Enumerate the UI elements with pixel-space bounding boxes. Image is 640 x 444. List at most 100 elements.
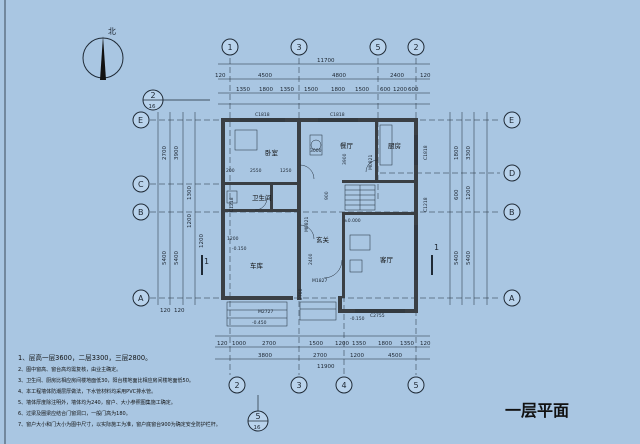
dim-top-span-2: 4800: [332, 73, 346, 79]
dim-bottom-detail-2: 1000: [232, 341, 246, 347]
svg-text:1: 1: [434, 243, 439, 252]
dim-top-detail-8: 1200: [393, 87, 407, 93]
dim-bottom-detail-6: 1350: [352, 341, 366, 347]
design-notes: 1、层高一层3600，二层3300，三层2800。 2、图中窗高、窗台高均需复核…: [18, 353, 221, 428]
axis-bubble-top-5: 5: [369, 38, 387, 56]
label-dim-2700: 2700: [298, 288, 304, 300]
dim-left-3: 1300: [187, 186, 193, 200]
axis-bubble-bottom-2: 2: [228, 376, 246, 394]
label-dim-2550: 2550: [250, 168, 262, 174]
svg-text:16: 16: [149, 104, 156, 110]
dim-left-7: 1200: [199, 234, 205, 248]
svg-text:B: B: [509, 208, 515, 217]
dim-top-span-1: 4500: [258, 73, 272, 79]
svg-text:5: 5: [256, 412, 261, 421]
dim-top-detail-4: 1500: [304, 87, 318, 93]
dim-left-8: 120: [160, 308, 171, 314]
dim-bottom-span-3: 1200: [350, 353, 364, 359]
dim-top-edge-1: 120: [215, 73, 226, 79]
svg-text:5: 5: [414, 381, 419, 390]
dim-left-2: 3900: [174, 146, 180, 160]
dim-bottom-detail-4: 1500: [309, 341, 323, 347]
room-kitchen: 厨房: [388, 141, 401, 150]
axis-bubble-right-E: E: [503, 111, 521, 129]
right-dimension-lines: [449, 112, 488, 305]
dim-right-1: 1800: [454, 146, 460, 160]
dim-left-9: 120: [174, 308, 185, 314]
room-bedroom: 卧室: [265, 148, 279, 157]
cut-mark-right: 1: [431, 243, 439, 275]
label-dim-200: 200: [226, 168, 235, 174]
room-dining: 餐厅: [340, 141, 354, 150]
svg-text:E: E: [509, 116, 514, 125]
svg-text:2: 2: [235, 381, 240, 390]
label-dim-1250: 1250: [280, 168, 292, 174]
dim-right-3: 600: [454, 189, 460, 200]
svg-text:16: 16: [254, 425, 261, 431]
section-mark-top: 2 16: [142, 89, 210, 111]
label-elev-out: -0.450: [252, 320, 267, 326]
label-c1818-kitchen: C1818: [423, 145, 429, 160]
grid-lines-vertical: [229, 58, 417, 375]
label-elev-entry: ±0.000: [344, 218, 361, 224]
dim-left-4: 1200: [187, 214, 193, 228]
dim-bottom-total: 11900: [317, 364, 335, 370]
room-entry: 玄关: [316, 235, 330, 244]
svg-text:D: D: [509, 169, 515, 178]
svg-text:2: 2: [151, 91, 156, 100]
left-dimension-lines: [157, 112, 196, 305]
label-m0821-bath: M0821: [304, 217, 310, 232]
note-4: 4、本工程墙体防潮层厚做法，下水管材料均采用PVC排水管。: [18, 388, 156, 395]
svg-text:5: 5: [376, 43, 381, 52]
stair: [344, 184, 376, 211]
axis-bubble-left-B: B: [132, 203, 150, 221]
axis-bubble-bottom-4: 4: [335, 376, 353, 394]
north-arrow: 北: [82, 27, 124, 80]
svg-text:1: 1: [204, 257, 209, 266]
axis-bubble-right-D: D: [503, 164, 521, 182]
svg-text:B: B: [138, 208, 144, 217]
cut-mark-left: 1: [201, 255, 209, 275]
dim-bottom-span-1: 3800: [258, 353, 272, 359]
dim-top-detail-7: 600: [380, 87, 391, 93]
dim-top-detail-3: 1350: [280, 87, 294, 93]
label-dim-900: 900: [324, 191, 330, 200]
note-7: 7、窗户大小和门大小为图中尺寸，以实际施工为准，窗户底窗台900为确定安全防护栏…: [18, 421, 221, 428]
label-m2727: M2727: [258, 309, 273, 315]
dim-top-detail-1: 1350: [236, 87, 250, 93]
note-6: 6、过梁及圈梁应结合门窗洞口，一般门高为180。: [18, 410, 131, 417]
dim-bottom-detail-7: 1800: [378, 341, 392, 347]
svg-text:A: A: [138, 294, 144, 303]
axis-bubble-bottom-3: 3: [290, 376, 308, 394]
note-3: 3、卫生间、厨房比相应房间楼地面低30，阳台楼地面比相应房间楼地面低50。: [18, 377, 194, 384]
label-m1827: M1827: [312, 278, 327, 284]
dim-bottom-span-2: 2700: [313, 353, 327, 359]
drawing-title: 一层平面: [505, 401, 569, 420]
dim-bottom-span-4: 4500: [388, 353, 402, 359]
dim-top-edge-2: 120: [420, 73, 431, 79]
axis-bubble-top-1: 1: [221, 38, 239, 56]
svg-text:4: 4: [342, 381, 347, 390]
door-swings: [254, 159, 379, 279]
svg-text:C: C: [138, 180, 144, 189]
axis-bubble-left-C: C: [132, 175, 150, 193]
axis-bubble-top-2: 2: [407, 38, 425, 56]
label-elev-step: -0.150: [350, 316, 365, 322]
dim-right-6: 5400: [466, 251, 472, 265]
dim-bottom-detail-9: 120: [420, 341, 431, 347]
dim-top-detail-2: 1800: [259, 87, 273, 93]
dim-bottom-detail-5: 1200: [335, 341, 349, 347]
svg-text:2: 2: [414, 43, 419, 52]
dim-left-1: 2700: [162, 146, 168, 160]
room-bath: 卫生间: [252, 193, 272, 202]
top-dimension-lines: [218, 63, 430, 105]
dim-top-detail-5: 1800: [331, 87, 345, 93]
axis-bubble-right-B: B: [503, 203, 521, 221]
dim-right-4: 1200: [466, 186, 472, 200]
label-c1818-dining: C1818: [330, 112, 345, 118]
svg-text:E: E: [138, 116, 143, 125]
svg-text:3: 3: [297, 43, 302, 52]
dim-top-span-3: 2400: [390, 73, 404, 79]
